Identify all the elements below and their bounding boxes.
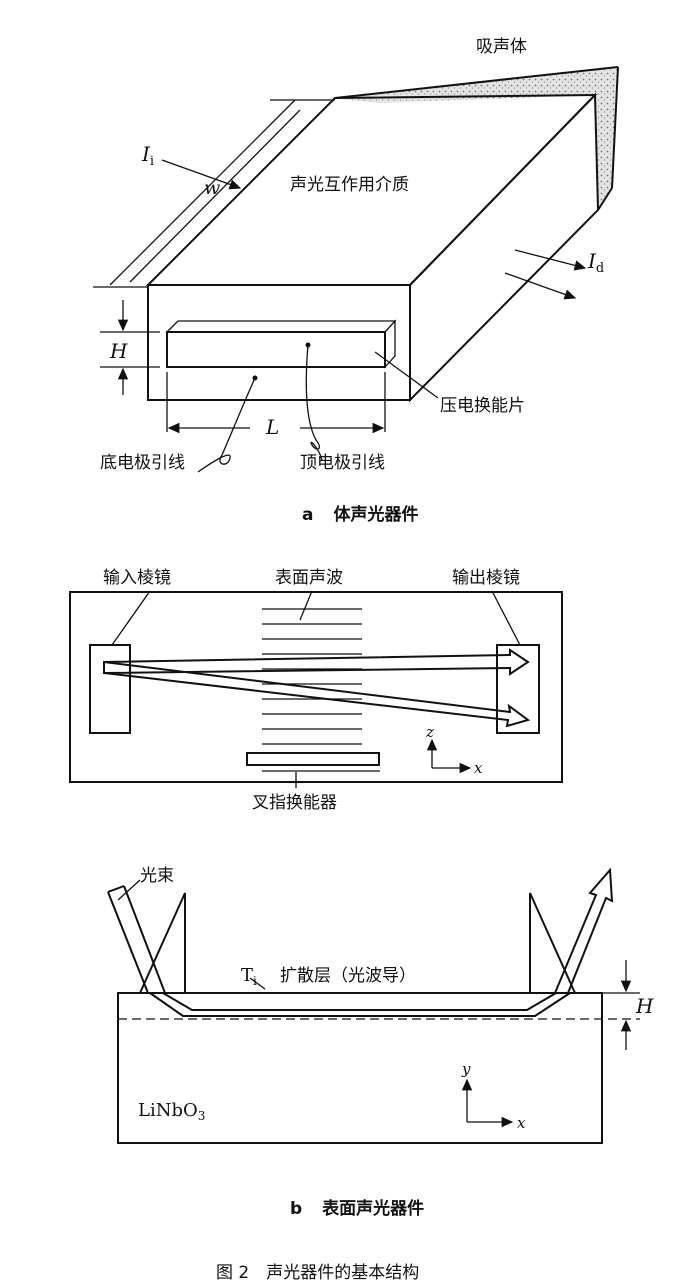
bottom-lead-label: 底电极引线 [100, 453, 185, 473]
height-H-label-b: H [635, 994, 654, 1018]
piezo-transducer-top [165, 320, 397, 333]
ti-diffusion-label: Ti [241, 965, 257, 988]
axis-y-label: y [461, 1060, 471, 1078]
waveguide-beam-path [149, 992, 571, 1017]
medium-label: 声光互作用介质 [290, 175, 409, 195]
output-prism [496, 644, 540, 734]
light-beam-label: 光束 [140, 866, 174, 886]
length-L-label: L [265, 415, 279, 439]
medium-right-face [409, 92, 600, 403]
incident-beam-label: Ii [141, 142, 154, 169]
right-prism [529, 892, 577, 994]
transducer-label: 压电换能片 [440, 396, 525, 416]
saw-wavefronts [262, 608, 362, 745]
diffracted-beam-label: Id [587, 249, 604, 276]
idt-label: 叉指换能器 [252, 793, 337, 813]
input-prism [89, 644, 131, 734]
left-prism [138, 892, 186, 994]
axis-z-label: z [425, 723, 434, 741]
axis-x-label: x [474, 759, 483, 777]
incoming-light-beam [107, 885, 166, 994]
width-w-label: w [204, 177, 220, 199]
figure-caption: 图 2 声光器件的基本结构 [216, 1263, 419, 1283]
saw-substrate-outline [69, 591, 563, 783]
input-prism-label: 输入棱镜 [103, 568, 171, 588]
piezo-transducer [166, 331, 386, 368]
outgoing-light-beam [554, 867, 614, 994]
output-prism-label: 输出棱镜 [452, 568, 520, 588]
saw-label: 表面声波 [275, 568, 343, 588]
linbo3-substrate [117, 992, 603, 1144]
height-H-label: H [109, 339, 128, 363]
diffracted-beam [103, 661, 531, 728]
medium-front-face [147, 284, 411, 401]
substrate-label: LiNbO3 [138, 1100, 205, 1123]
axis-x-label-b: x [517, 1114, 526, 1132]
absorber-label: 吸声体 [476, 37, 527, 57]
undiffracted-beam [103, 648, 530, 676]
top-lead-label: 顶电极引线 [300, 453, 385, 473]
saw-plan-diagram: 输入棱镜 表面声波 输出棱镜 叉指换能器 z x [69, 568, 563, 813]
waveguide-label: 扩散层（光波导） [280, 966, 416, 986]
piezo-transducer-side [384, 319, 396, 369]
absorber-block [330, 67, 618, 103]
idt-transducer [246, 752, 380, 766]
bulk-device-diagram: 吸声体 声光互作用介质 Ii w Id H L 压电换能片 底电极引线 顶电极引… [93, 37, 619, 525]
